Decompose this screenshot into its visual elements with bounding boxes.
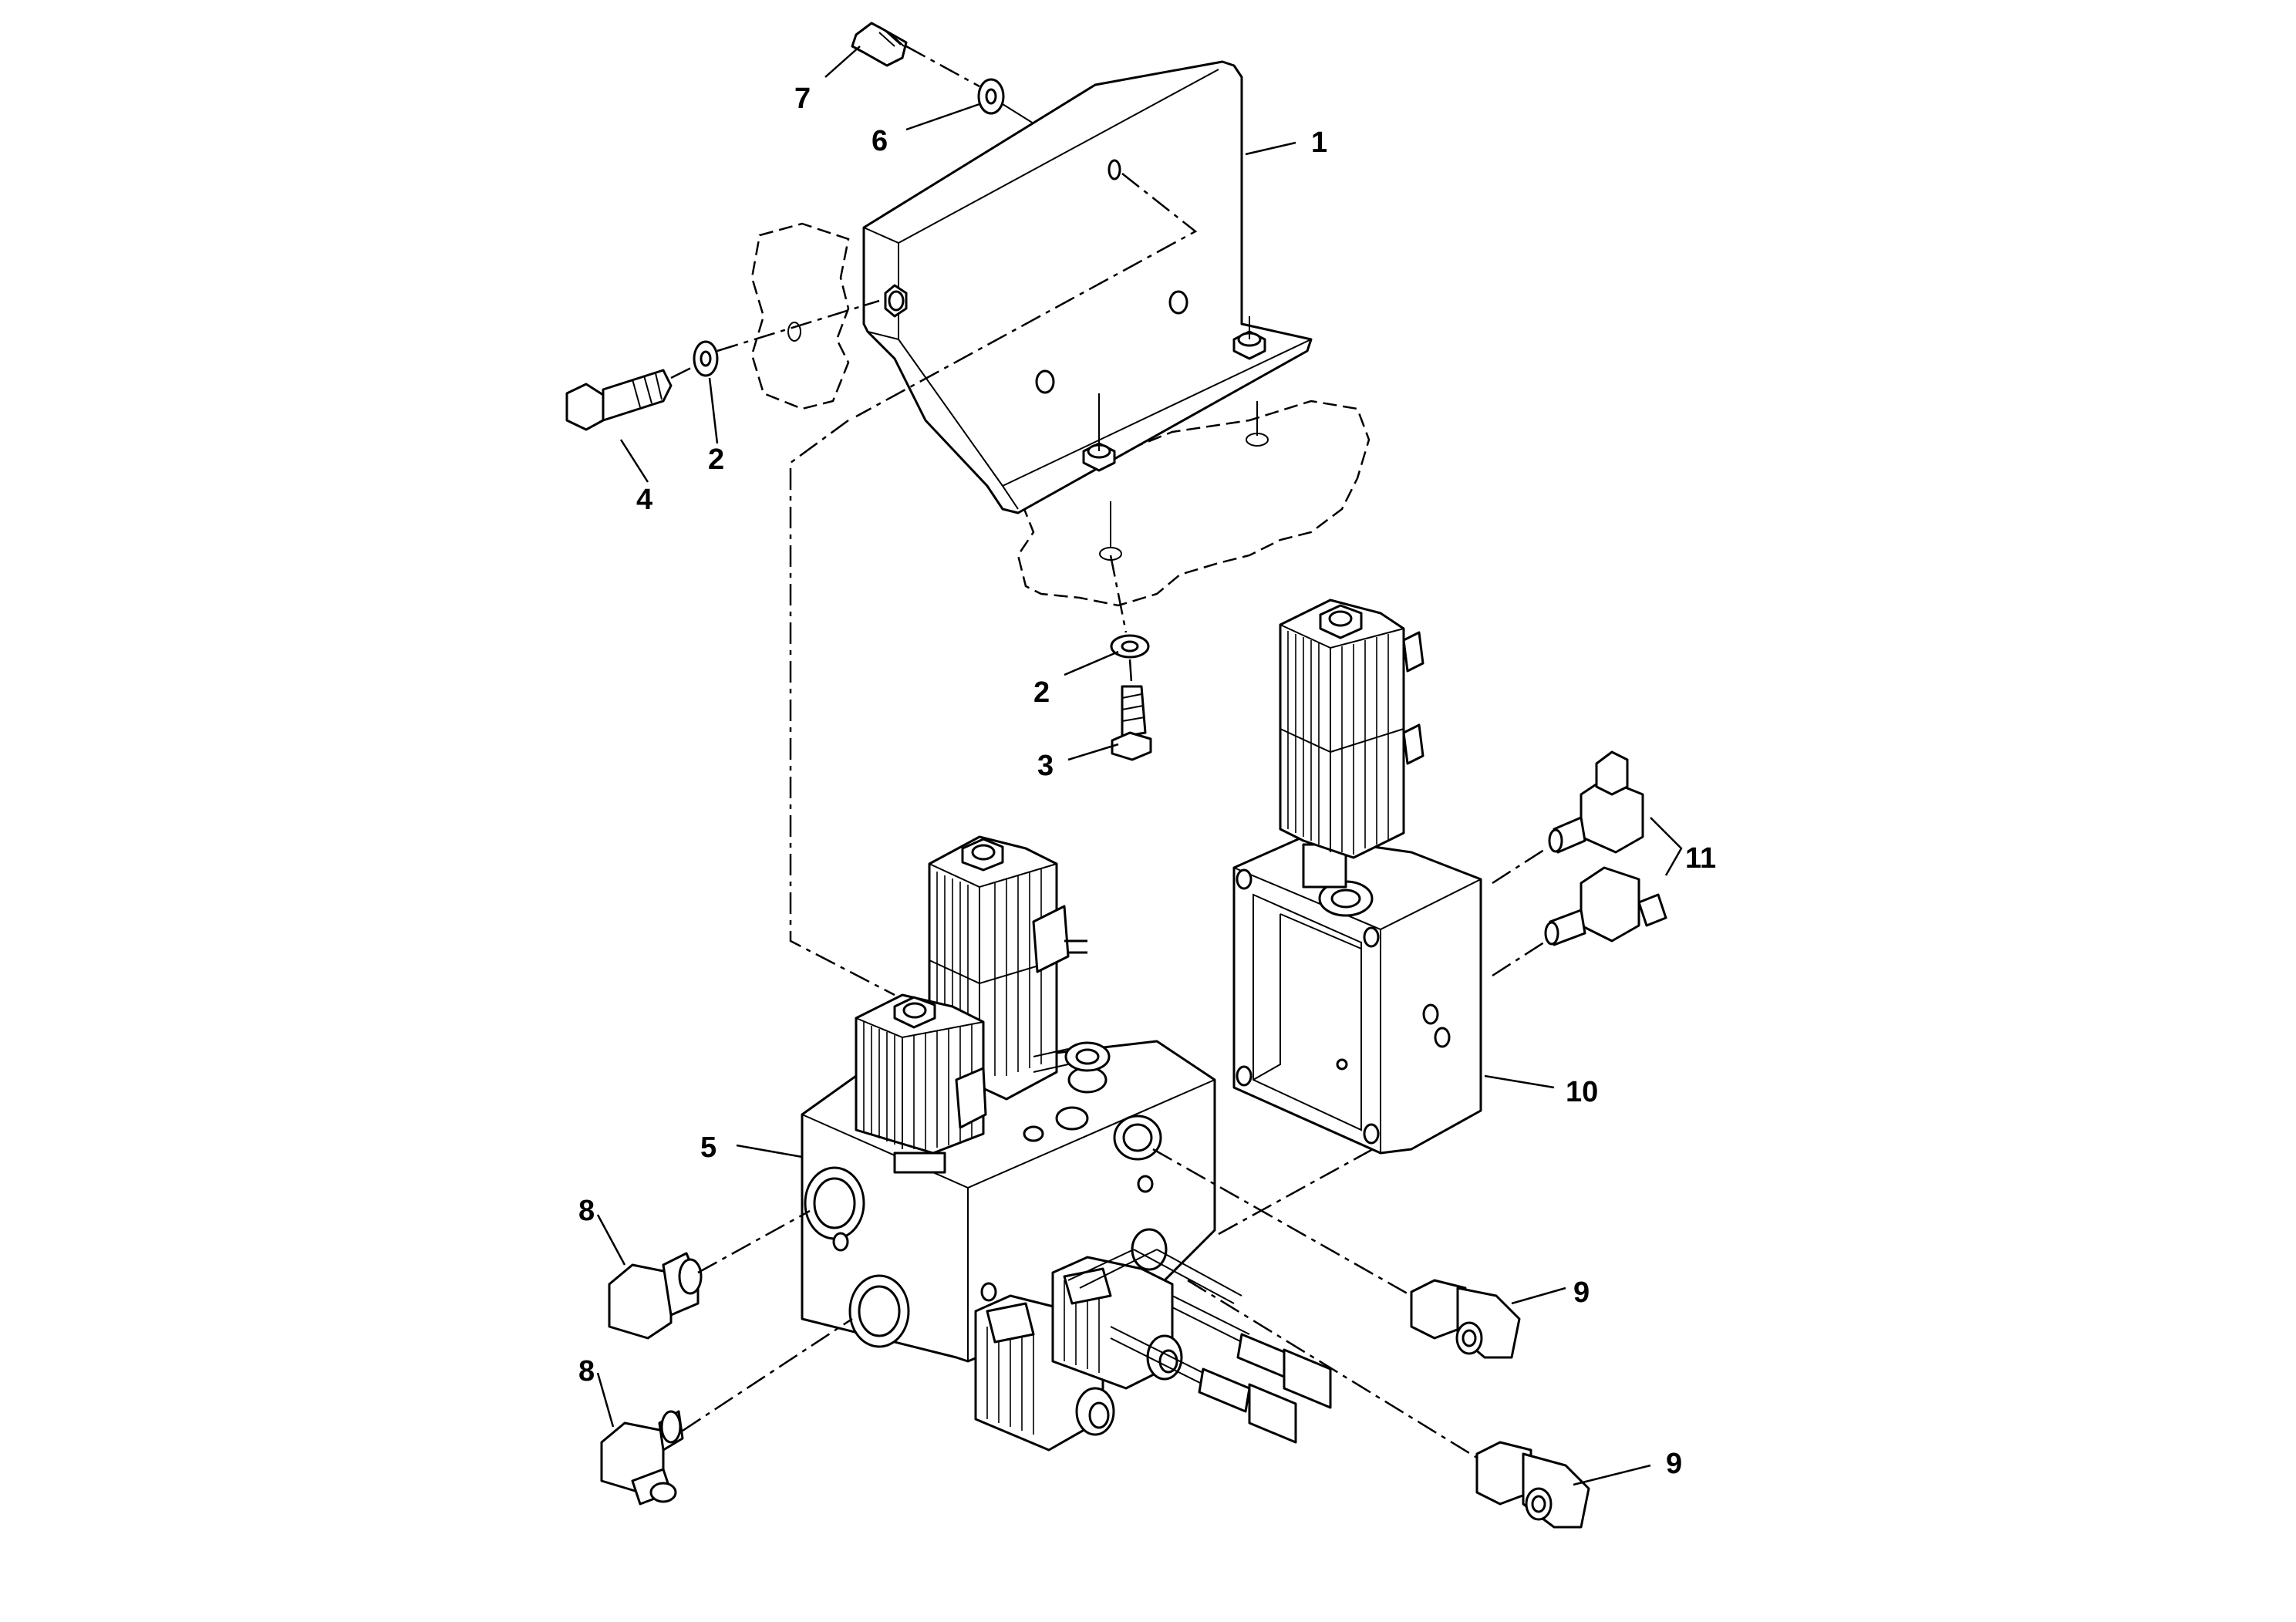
elbow-fitting-item-11-upper (1548, 750, 1644, 854)
washer-item-2-lower (1110, 634, 1150, 659)
callout-11: 11 (1685, 842, 1716, 875)
phantom-frame-bottom (1017, 400, 1371, 607)
solenoid-coil-item-10 (1279, 599, 1424, 859)
centerline-bracket-1 (855, 173, 1198, 418)
washer-item-6 (977, 78, 1005, 115)
callout-10: 10 (1566, 1076, 1598, 1108)
callout-8-upper: 8 (578, 1195, 595, 1227)
callout-8-lower: 8 (578, 1355, 595, 1388)
phantom-hole-left (787, 322, 801, 342)
callout-6: 6 (872, 125, 888, 157)
bolt-item-3 (1111, 685, 1152, 761)
manifold-top-fittings (1033, 1041, 1111, 1073)
cartridge-solenoid-lower (974, 1294, 1115, 1452)
callout-2-lower: 2 (1033, 676, 1050, 709)
elbow-fitting-item-9-lower (1475, 1441, 1590, 1529)
solenoid-coil-short (855, 993, 987, 1174)
elbow-fitting-item-8-upper (608, 1252, 703, 1340)
callout-5: 5 (700, 1131, 716, 1164)
bolt-item-7 (851, 22, 908, 67)
centerline-bracket-manifold (789, 419, 895, 996)
electrical-connectors (1067, 1249, 1332, 1444)
bolt-item-4 (565, 369, 673, 431)
callout-3: 3 (1037, 750, 1054, 782)
elbow-fitting-item-8-lower (600, 1410, 684, 1506)
callout-9-lower: 9 (1666, 1448, 1682, 1480)
callout-2-left: 2 (708, 443, 724, 476)
leader-lines (596, 46, 1683, 1486)
callout-1: 1 (1311, 126, 1327, 159)
washer-item-2-left (693, 340, 719, 377)
elbow-fitting-item-11-lower (1544, 866, 1667, 946)
valve-block-item-10 (1232, 835, 1482, 1155)
elbow-fitting-item-9-upper (1410, 1279, 1521, 1359)
callout-9-upper: 9 (1573, 1276, 1590, 1309)
callout-4: 4 (636, 484, 652, 516)
callout-labels: 1 2 2 3 4 5 6 7 8 8 9 9 10 11 (578, 83, 1716, 1480)
callout-7: 7 (794, 83, 811, 115)
phantom-frame-left (750, 222, 850, 410)
